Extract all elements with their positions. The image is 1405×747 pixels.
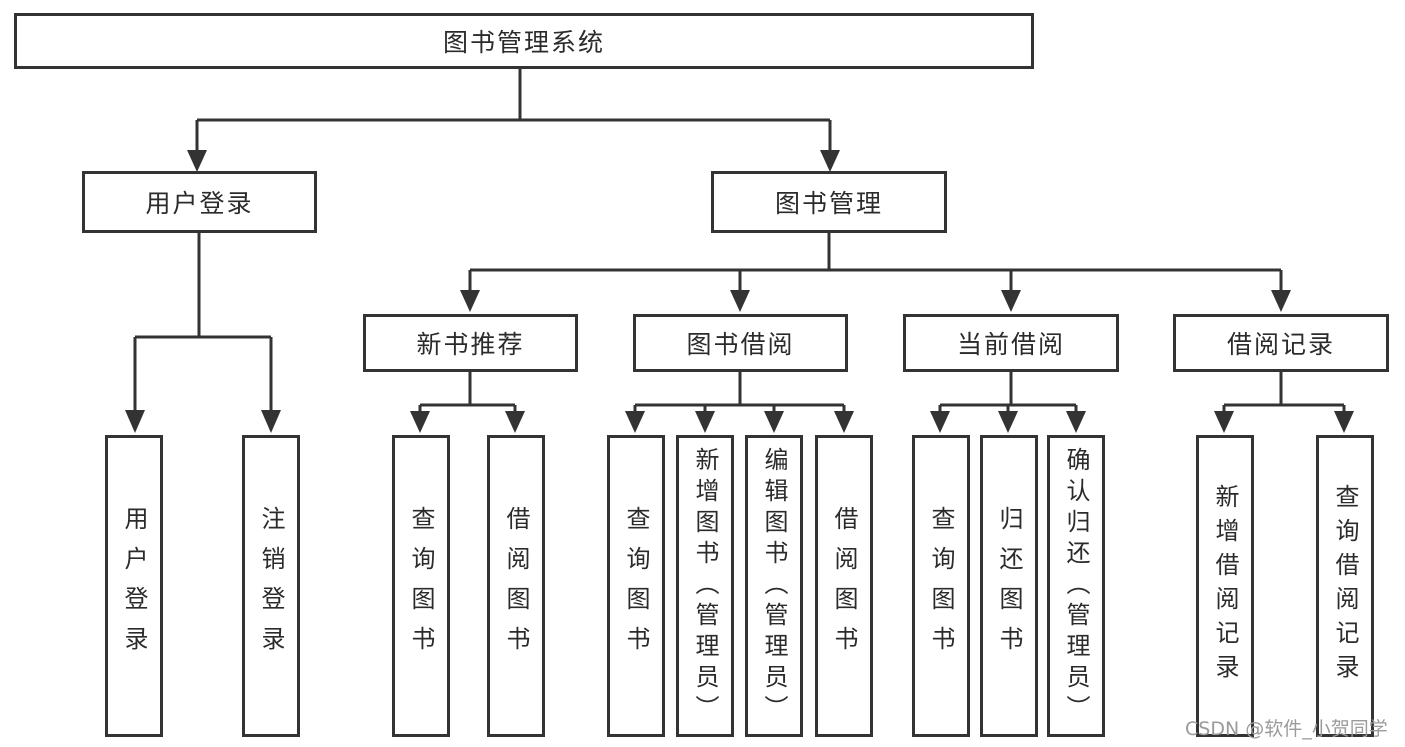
node-label: 图书管理 [774,189,883,218]
leaf-label: 归还图书 [995,506,1023,666]
connector-root-to-level2 [187,68,840,172]
node-label: 图书管理系统 [442,28,605,57]
leaf-user-login: 用户登录 [105,435,163,737]
node-label: 当前借阅 [956,330,1065,359]
leaf-add-books-admin: 新增图书（管理员） [676,435,734,737]
node-label: 图书借阅 [686,330,795,359]
node-user-login: 用户登录 [82,171,317,233]
leaf-label: 新增借阅记录 [1211,484,1239,688]
leaf-query-books: 查询图书 [607,435,665,737]
node-borrow-records: 借阅记录 [1173,314,1389,372]
leaf-borrow-books: 借阅图书 [815,435,873,737]
node-label: 用户登录 [145,189,254,218]
leaf-label: 查询图书 [407,506,435,666]
leaf-label: 借阅图书 [502,506,530,666]
leaf-borrow-books: 借阅图书 [487,435,545,737]
node-label: 新书推荐 [416,330,525,359]
node-library-management-system: 图书管理系统 [14,13,1034,69]
connector-book-mgmt-to-level3 [460,233,1291,312]
connector-new-book-to-leaves [410,372,525,433]
leaf-label: 借阅图书 [830,506,858,666]
leaf-confirm-return-admin: 确认归还（管理员） [1047,435,1105,737]
leaf-query-books: 查询图书 [912,435,970,737]
leaf-edit-books-admin: 编辑图书（管理员） [745,435,803,737]
leaf-query-books: 查询图书 [392,435,450,737]
leaf-label: 确认归还（管理员） [1062,446,1090,726]
leaf-label: 用户登录 [120,506,148,666]
leaf-label: 注销登录 [257,506,285,666]
node-book-borrowing: 图书借阅 [633,314,848,372]
leaf-label: 查询图书 [927,506,955,666]
leaf-query-borrow-record: 查询借阅记录 [1316,435,1374,737]
leaf-add-borrow-record: 新增借阅记录 [1196,435,1254,737]
connector-user-login-to-leaves [125,233,281,433]
leaf-return-books: 归还图书 [980,435,1038,737]
leaf-label: 编辑图书（管理员） [760,446,788,726]
node-current-borrowing: 当前借阅 [903,314,1119,372]
node-label: 借阅记录 [1226,330,1335,359]
leaf-label: 查询借阅记录 [1331,484,1359,688]
node-book-management: 图书管理 [711,171,947,233]
connector-book-borrow-to-leaves [625,372,854,433]
watermark-text: CSDN @软件_小贺同学 [1185,718,1388,740]
connector-borrow-records-to-leaves [1214,372,1354,433]
leaf-logout: 注销登录 [242,435,300,737]
node-new-book-recommendation: 新书推荐 [363,314,578,372]
leaf-label: 新增图书（管理员） [691,446,719,726]
leaf-label: 查询图书 [622,506,650,666]
connector-current-borrow-to-leaves [930,372,1086,433]
